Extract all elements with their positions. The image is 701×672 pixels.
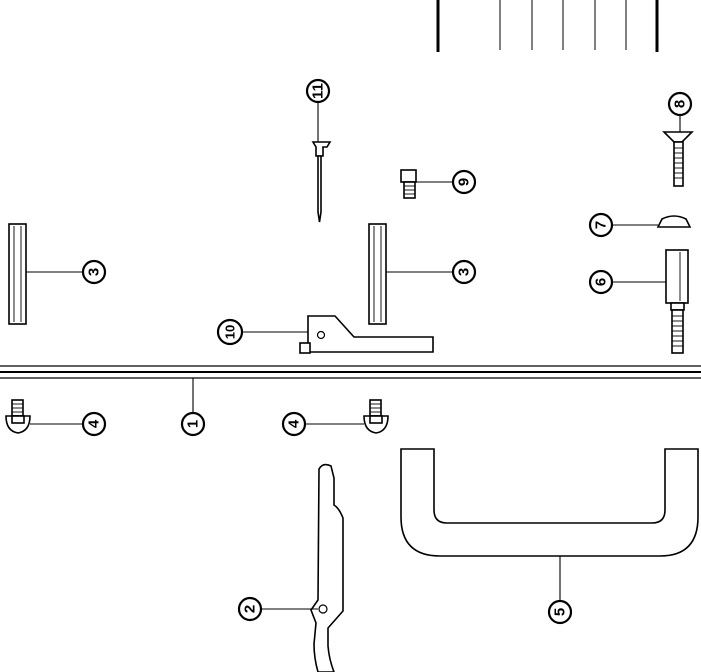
part-8-screw bbox=[662, 131, 694, 187]
callout-5-label: 5 bbox=[552, 608, 569, 616]
callout-8: 8 bbox=[667, 91, 693, 117]
callout-1: 1 bbox=[180, 411, 206, 437]
callout-3-left: 3 bbox=[81, 259, 107, 285]
callout-10: 10 bbox=[216, 318, 244, 346]
part-1-bar bbox=[0, 365, 701, 379]
part-3-spacer-left bbox=[8, 223, 27, 325]
part-6-standoff bbox=[665, 249, 689, 354]
part-9-bolt bbox=[400, 169, 417, 199]
part-4-bolt-right bbox=[363, 399, 389, 434]
callout-7-label: 7 bbox=[593, 221, 610, 229]
callout-8-label: 8 bbox=[672, 100, 689, 108]
callout-9-label: 9 bbox=[456, 178, 473, 186]
callout-3-middle-label: 3 bbox=[456, 268, 473, 276]
callout-3-middle: 3 bbox=[451, 259, 477, 285]
callout-4-right-label: 4 bbox=[286, 419, 303, 428]
leader-lines bbox=[26, 102, 681, 610]
part-11-pin bbox=[311, 141, 332, 223]
part-2-arm bbox=[310, 463, 344, 672]
callout-4-right: 4 bbox=[281, 411, 307, 437]
part-5-handle bbox=[400, 448, 699, 557]
callout-7: 7 bbox=[588, 212, 614, 238]
callout-6-label: 6 bbox=[593, 278, 610, 286]
callout-11-label: 11 bbox=[310, 83, 327, 99]
part-3-spacer-middle bbox=[368, 223, 387, 325]
callout-6: 6 bbox=[588, 269, 614, 295]
callout-3-left-label: 3 bbox=[86, 268, 103, 276]
part-4-bolt-left bbox=[5, 399, 31, 434]
callout-10-label: 10 bbox=[223, 325, 238, 339]
title-block-corner bbox=[436, 0, 659, 52]
callout-11: 11 bbox=[305, 78, 331, 104]
callout-1-label: 1 bbox=[185, 420, 202, 428]
part-10-bracket bbox=[299, 315, 434, 354]
callout-9: 9 bbox=[451, 169, 477, 195]
callout-4-left-label: 4 bbox=[86, 419, 103, 428]
callout-4-left: 4 bbox=[81, 411, 107, 437]
callout-2-label: 2 bbox=[242, 605, 259, 613]
callout-2: 2 bbox=[237, 596, 263, 622]
part-7-cap bbox=[656, 215, 692, 228]
callout-5: 5 bbox=[547, 599, 573, 625]
